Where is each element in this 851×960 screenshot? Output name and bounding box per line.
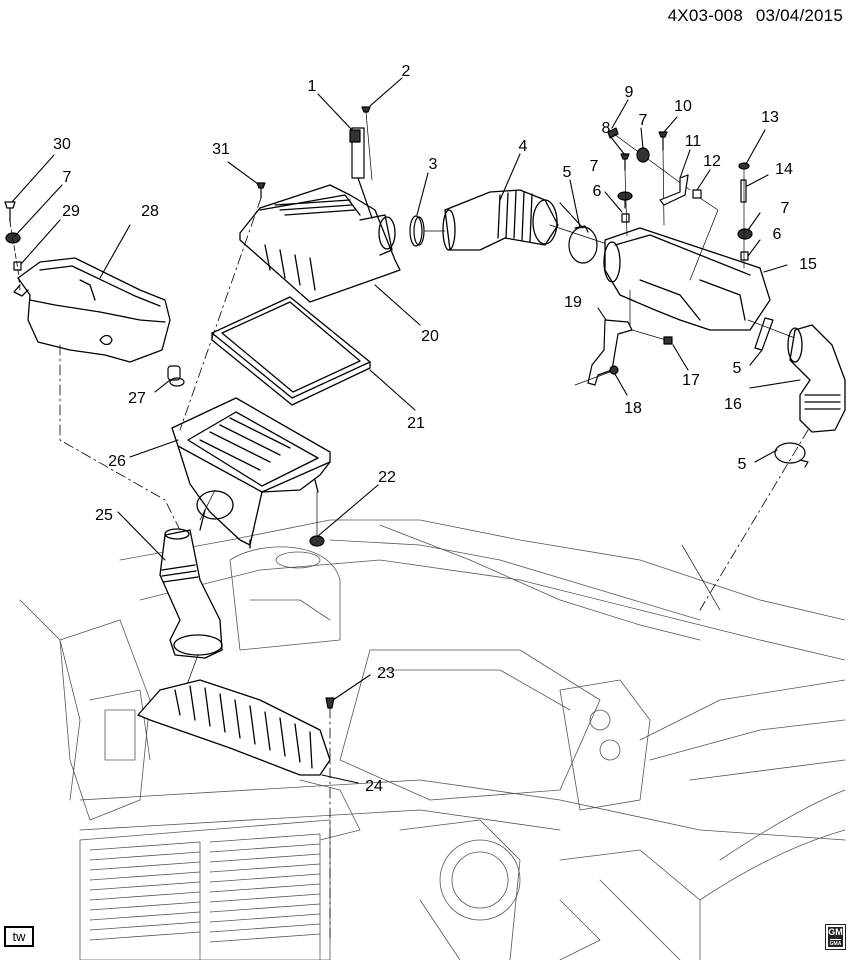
callout-25[interactable]: 25: [95, 507, 113, 524]
part-10-bolt: [658, 131, 668, 226]
callout-31[interactable]: 31: [212, 141, 230, 158]
part-14-stud: [740, 179, 747, 203]
leader-lines: [11, 77, 801, 784]
part-5-clamp-lower: [774, 442, 809, 468]
part-26-air-cleaner-lower: [171, 397, 331, 549]
radiator-illustration: [79, 819, 331, 960]
callout-7-middle[interactable]: 7: [589, 158, 599, 175]
callout-18[interactable]: 18: [624, 400, 642, 417]
callout-22[interactable]: 22: [378, 469, 396, 486]
callout-6-right[interactable]: 6: [772, 226, 782, 243]
callout-8[interactable]: 8: [601, 120, 611, 137]
diagram-header: 4X03-008 03/04/2015: [660, 6, 843, 26]
callout-16[interactable]: 16: [724, 396, 742, 413]
part-13-nut: [738, 162, 750, 170]
callout-13[interactable]: 13: [761, 109, 779, 126]
callout-30[interactable]: 30: [53, 136, 71, 153]
callout-15[interactable]: 15: [799, 256, 817, 273]
part-20-air-cleaner-upper: [239, 184, 401, 303]
gm-logo-mark: GM GMA: [828, 927, 843, 947]
callout-1[interactable]: 1: [307, 78, 317, 95]
part-21-air-filter: [211, 296, 371, 406]
gm-logo-text: GM: [828, 927, 843, 937]
part-27-plug: [167, 365, 185, 387]
part-22-grommet: [309, 491, 325, 547]
callout-24[interactable]: 24: [365, 778, 383, 795]
engine-bay-illustration: [19, 519, 846, 960]
callout-28[interactable]: 28: [141, 203, 159, 220]
callout-29[interactable]: 29: [62, 203, 80, 220]
callout-5-upper[interactable]: 5: [562, 164, 572, 181]
part-15-resonator: [603, 227, 771, 331]
callout-23[interactable]: 23: [377, 665, 395, 682]
part-5-seal-middle: [754, 317, 774, 351]
part-24-air-inlet-lower: [137, 679, 331, 776]
callout-14[interactable]: 14: [775, 161, 793, 178]
callout-3[interactable]: 3: [428, 156, 438, 173]
part-5-clamp-upper: [568, 225, 598, 264]
part-18-bolt: [609, 365, 619, 375]
callout-12[interactable]: 12: [703, 153, 721, 170]
part-28-reservoir: [13, 257, 171, 363]
part-6-spacer-left: [621, 213, 630, 223]
callout-5-middle[interactable]: 5: [732, 360, 742, 377]
part-8-bolt: [620, 153, 630, 171]
gm-logo-divider: [830, 939, 841, 940]
callout-7-right[interactable]: 7: [780, 200, 790, 217]
callout-10[interactable]: 10: [674, 98, 692, 115]
part-7-grommet-9: [636, 147, 650, 163]
callout-26[interactable]: 26: [108, 453, 126, 470]
diagram-date: 03/04/2015: [755, 6, 843, 25]
callout-17[interactable]: 17: [682, 372, 700, 389]
part-4-intake-duct: [442, 189, 559, 251]
callout-20[interactable]: 20: [421, 328, 439, 345]
part-25-inlet-duct: [159, 528, 223, 659]
callout-9[interactable]: 9: [624, 84, 634, 101]
part-9-bolt: [607, 127, 691, 191]
gm-logo-subtext: GMA: [829, 941, 842, 947]
callout-7-upper[interactable]: 7: [638, 112, 648, 129]
callout-19[interactable]: 19: [564, 294, 582, 311]
gm-logo: GM GMA: [825, 924, 846, 950]
part-2-screw: [361, 106, 373, 181]
callout-21[interactable]: 21: [407, 415, 425, 432]
part-11-bracket: [659, 174, 689, 206]
callout-5-lower[interactable]: 5: [737, 456, 747, 473]
part-7-grommet-right: [737, 228, 753, 240]
part-30-bolt: [4, 201, 16, 223]
part-31-bolt: [256, 182, 266, 199]
part-29-spacer: [13, 261, 22, 271]
part-16-elbow-duct: [787, 324, 846, 433]
callout-4[interactable]: 4: [518, 138, 528, 155]
part-1-mass-airflow-sensor: [349, 127, 373, 219]
callout-11[interactable]: 11: [684, 133, 702, 150]
part-23-push-pin: [325, 697, 335, 941]
part-3-clamp: [409, 215, 425, 247]
tw-badge: tw: [4, 926, 34, 947]
part-19-bracket: [587, 319, 633, 386]
callout-27[interactable]: 27: [128, 390, 146, 407]
part-6-spacer-right: [740, 251, 749, 261]
diagram-id: 4X03-008: [667, 6, 743, 25]
callout-2[interactable]: 2: [401, 63, 411, 80]
callout-7-left[interactable]: 7: [62, 169, 72, 186]
part-17-clip: [663, 336, 673, 345]
part-7-grommet-8: [617, 191, 633, 201]
callout-6-left[interactable]: 6: [592, 183, 602, 200]
